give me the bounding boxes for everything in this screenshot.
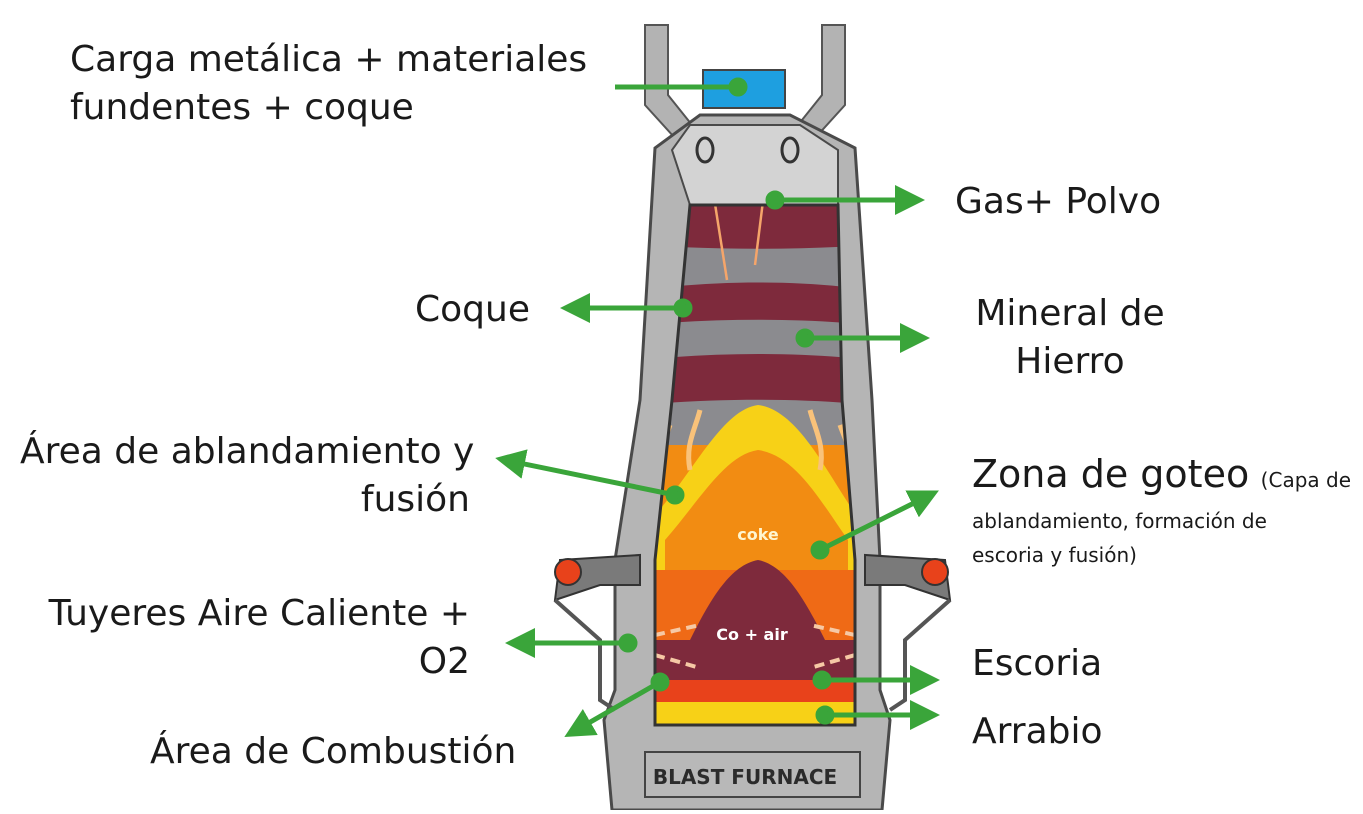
label-softening: Área de ablandamiento y fusión: [20, 428, 470, 524]
label-coke: Coque: [415, 286, 530, 334]
tuyere-label: Co + air: [716, 625, 788, 644]
coke-label: coke: [737, 525, 779, 544]
label-tuyeres: Tuyeres Aire Caliente + O2: [20, 590, 470, 686]
label-ore: Mineral de Hierro: [965, 290, 1175, 386]
label-charge: Carga metálica + materiales fundentes + …: [70, 36, 587, 132]
label-drip-zone: Zona de goteo (Capa de ablandamiento, fo…: [972, 450, 1362, 572]
label-gas: Gas+ Polvo: [955, 178, 1161, 226]
furnace-nameplate: BLAST FURNACE: [653, 765, 837, 789]
label-slag: Escoria: [972, 640, 1102, 688]
label-pig-iron: Arrabio: [972, 708, 1103, 756]
label-combustion: Área de Combustión: [150, 728, 516, 776]
